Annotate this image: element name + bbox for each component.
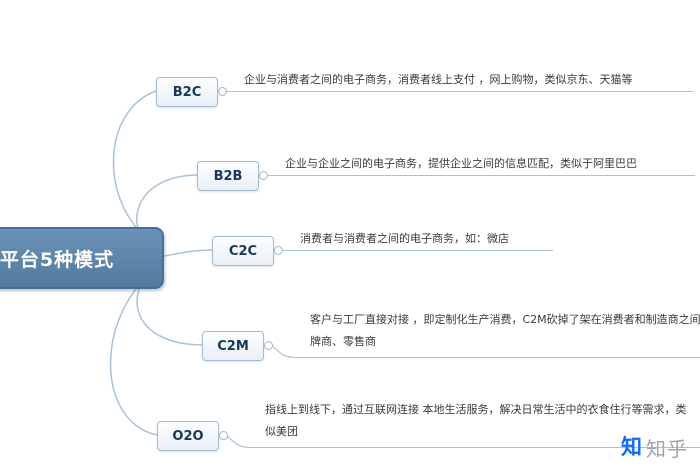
topic-b2b-description[interactable]: 企业与企业之间的电子商务，提供企业之间的信息匹配，类似于阿里巴巴 xyxy=(267,156,695,176)
topic-o2o[interactable]: O2O xyxy=(157,421,219,451)
topic-o2o-collapse-dot[interactable] xyxy=(219,431,228,440)
topic-o2o-description[interactable]: 指线上到线下，通过互联网连接 本地生活服务，解决日常生活中的衣食住行等需求，类似… xyxy=(247,399,700,448)
topic-c2m-description[interactable]: 客户与工厂直接对接 ，即定制化生产消费，C2M砍掉了架在消费者和制造商之间的品牌… xyxy=(292,309,700,358)
topic-b2c[interactable]: B2C xyxy=(156,77,218,107)
topic-b2c-description[interactable]: 企业与消费者之间的电子商务，消费者线上支付 ，网上购物，类似京东、天猫等 xyxy=(226,72,693,92)
topic-c2c-label: C2C xyxy=(228,243,258,259)
topic-c2c[interactable]: C2C xyxy=(212,236,274,266)
root-topic-label: 平台5种模式 xyxy=(0,248,115,271)
topic-b2c-label: B2C xyxy=(172,84,202,100)
topic-c2m[interactable]: C2M xyxy=(202,331,264,361)
edge-c2m-description xyxy=(271,345,293,358)
edge-root-b2c xyxy=(112,90,159,247)
edge-root-c2c xyxy=(157,249,213,258)
watermark-text: 知乎 xyxy=(646,437,688,461)
topic-b2b-label: B2B xyxy=(213,168,243,184)
root-topic[interactable]: 平台5种模式 xyxy=(0,227,164,289)
topic-c2m-collapse-dot[interactable] xyxy=(264,341,273,350)
topic-c2m-label: C2M xyxy=(217,338,249,354)
topic-o2o-label: O2O xyxy=(172,428,204,444)
edge-o2o-description xyxy=(226,435,248,448)
watermark: 知 知乎 xyxy=(621,433,688,462)
zhihu-logo-icon: 知 xyxy=(621,435,642,459)
edge-root-o2o xyxy=(109,268,159,436)
topic-c2c-description[interactable]: 消费者与消费者之间的电子商务，如：微店 xyxy=(282,231,553,251)
topic-b2b[interactable]: B2B xyxy=(197,161,259,191)
